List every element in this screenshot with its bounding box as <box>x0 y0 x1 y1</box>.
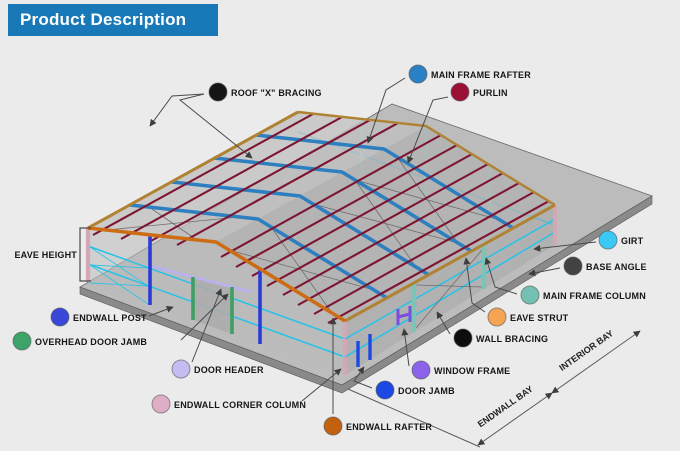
rear-endwall-rafter <box>297 110 556 207</box>
roof-edges <box>87 110 556 323</box>
endwall-posts <box>148 235 262 344</box>
callout-purlin: PURLIN <box>450 82 508 102</box>
endwall-rafter-label: ENDWALL RAFTER <box>346 422 432 432</box>
endwall-post-label: ENDWALL POST <box>73 313 147 323</box>
callout-overhead-door-jamb: OVERHEAD DOOR JAMB <box>12 331 147 351</box>
sidewall-girts <box>344 218 556 358</box>
callout-main-frame-rafter: MAIN FRAME RAFTER <box>408 64 531 84</box>
endwall-corner-column-dot <box>151 394 171 414</box>
door-jamb-dot <box>375 380 395 400</box>
endwall-corner-column-label: ENDWALL CORNER COLUMN <box>174 400 306 410</box>
purlin-dot <box>450 82 470 102</box>
callout-pointers <box>148 77 597 414</box>
base-angle-dot <box>563 256 583 276</box>
endwall-bay-label: ENDWALL BAY <box>476 384 535 429</box>
overhead-door-jamb-dot <box>12 331 32 351</box>
callout-eave-strut: EAVE STRUT <box>487 307 569 327</box>
roof-x-bracing-label: ROOF "X" BRACING <box>231 88 322 98</box>
eave-strut-right <box>344 203 556 323</box>
door-header-beam <box>149 264 253 294</box>
interior-bay-dimension <box>551 330 641 394</box>
eave-strut-dot <box>487 307 507 327</box>
eave-strut-left <box>87 110 299 230</box>
main-frame-columns <box>411 245 487 332</box>
sidewall-door-jambs <box>356 334 372 367</box>
eave-height-bracket <box>79 227 91 282</box>
sidewall-x-bracing <box>415 249 483 329</box>
wall-bracing-label: WALL BRACING <box>476 334 548 344</box>
girt-dot <box>598 230 618 250</box>
main-frame-rafter-label: MAIN FRAME RAFTER <box>431 70 531 80</box>
door-header-label: DOOR HEADER <box>194 365 264 375</box>
endwall-post-dot <box>50 307 70 327</box>
door-jamb-label: DOOR JAMB <box>398 386 455 396</box>
girt-label: GIRT <box>621 236 644 246</box>
callout-endwall-corner-column: ENDWALL CORNER COLUMN <box>151 394 306 414</box>
endwall-bay-dimension <box>477 392 553 446</box>
overhead-door-jamb-label: OVERHEAD DOOR JAMB <box>35 337 147 347</box>
eave-height-label: EAVE HEIGHT <box>14 250 77 260</box>
sidewall-face <box>345 205 555 375</box>
callout-roof-x-bracing: ROOF "X" BRACING <box>208 82 322 102</box>
callout-window-frame: WINDOW FRAME <box>411 360 510 380</box>
door-opening <box>193 277 232 334</box>
callout-endwall-post: ENDWALL POST <box>50 307 147 327</box>
callout-door-jamb: DOOR JAMB <box>375 380 455 400</box>
endwall-wall-bracing <box>89 246 149 305</box>
wall-bracing-dot <box>453 328 473 348</box>
callout-girt: GIRT <box>598 230 644 250</box>
section-title-banner: Product Description <box>8 4 218 36</box>
overhead-door-jambs <box>191 277 234 334</box>
door-header-dot <box>171 359 191 379</box>
window-frame-shape <box>396 306 412 325</box>
roof-x-bracing-dot <box>208 82 228 102</box>
front-endwall-frame <box>85 228 348 375</box>
purlin-label: PURLIN <box>473 88 508 98</box>
callout-door-header: DOOR HEADER <box>171 359 264 379</box>
main-frame-rafter-beam <box>213 156 472 253</box>
callout-wall-bracing: WALL BRACING <box>453 328 548 348</box>
endwall-rafter-dot <box>323 416 343 436</box>
base-angle-label: BASE ANGLE <box>586 262 647 272</box>
sidewall-frame <box>344 205 557 367</box>
window-frame-dot <box>411 360 431 380</box>
front-endwall-rafter <box>87 226 346 323</box>
slab-edge <box>79 195 653 394</box>
callout-main-frame-column: MAIN FRAME COLUMN <box>520 285 646 305</box>
main-frame-rafter-beam <box>255 133 514 230</box>
eave-strut-label: EAVE STRUT <box>510 313 569 323</box>
callout-endwall-rafter: ENDWALL RAFTER <box>323 416 432 436</box>
purlins <box>92 113 550 324</box>
endwall-corner-columns <box>85 228 348 375</box>
eave-height-annotation: EAVE HEIGHT <box>14 227 91 282</box>
main-frame-column-label: MAIN FRAME COLUMN <box>543 291 646 301</box>
window-frame-label: WINDOW FRAME <box>434 366 510 376</box>
callout-base-angle: BASE ANGLE <box>563 256 647 276</box>
interior-bay-label: INTERIOR BAY <box>557 328 615 373</box>
main-frame-rafter-dot <box>408 64 428 84</box>
main-frame-column-dot <box>520 285 540 305</box>
section-title: Product Description <box>20 10 187 29</box>
dimension-extension-line <box>347 388 481 448</box>
callouts: ROOF "X" BRACING MAIN FRAME RAFTER PURLI… <box>12 64 647 436</box>
